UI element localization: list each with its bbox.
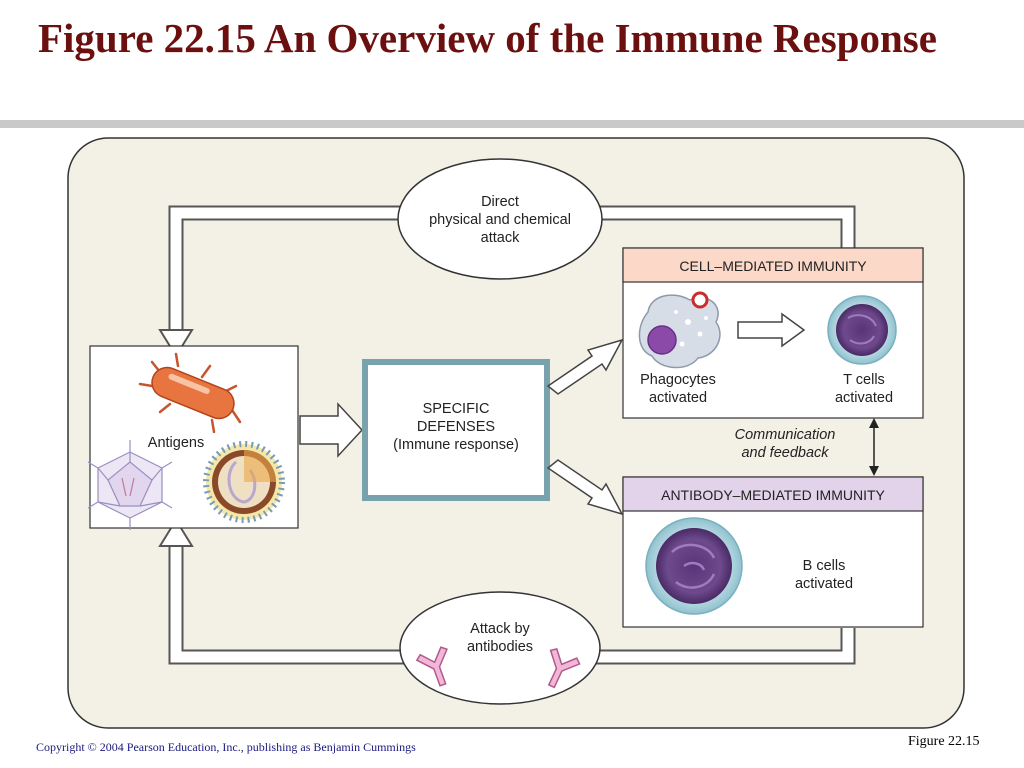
enveloped-virus-icon xyxy=(203,441,285,523)
b-cell-icon xyxy=(645,517,743,615)
bacterium-icon xyxy=(138,352,242,434)
b-cells-label-line-2: activated xyxy=(795,576,853,592)
antigens-label: Antigens xyxy=(148,435,204,451)
antigens-box: Antigens xyxy=(87,345,299,530)
specific-defenses-node: SPECIFIC DEFENSES (Immune response) xyxy=(362,359,550,501)
slide-title: Figure 22.15 An Overview of the Immune R… xyxy=(38,15,937,61)
communication-feedback: Communication and feedback xyxy=(735,418,879,476)
arrow-phagocyte-to-tcell xyxy=(737,312,806,348)
title-divider xyxy=(0,120,1024,128)
phagocytes-label-line-2: activated xyxy=(649,390,707,406)
top-feedback-arrow xyxy=(158,205,856,358)
specific-defenses-line-3: (Immune response) xyxy=(393,437,519,453)
feedback-down-arrowhead xyxy=(869,466,879,476)
cell-mediated-immunity-box: CELL–MEDIATED IMMUNITY Phagocytes activa… xyxy=(622,247,924,419)
arrow-antigens-to-defenses xyxy=(299,402,364,458)
virus-icon xyxy=(87,440,173,530)
communication-line-1: Communication xyxy=(735,427,836,443)
antibody-icon-left xyxy=(415,646,448,687)
communication-line-2: and feedback xyxy=(741,445,829,461)
direct-attack-line-1: Direct xyxy=(481,194,519,210)
t-cells-label-line-1: T cells xyxy=(843,372,885,388)
antibody-icon-right xyxy=(547,647,581,689)
attack-antibodies-line-2: antibodies xyxy=(467,639,533,655)
arrow-to-cell-mediated xyxy=(546,338,624,395)
arrow-to-antibody-mediated xyxy=(546,459,624,516)
direct-attack-node: Direct physical and chemical attack xyxy=(397,158,603,280)
phagocytes-label-line-1: Phagocytes xyxy=(640,372,716,388)
phagocyte-icon xyxy=(638,291,721,369)
specific-defenses-line-1: SPECIFIC xyxy=(423,401,490,417)
t-cells-label-line-2: activated xyxy=(835,390,893,406)
feedback-up-arrowhead xyxy=(869,418,879,428)
cell-mediated-header: CELL–MEDIATED IMMUNITY xyxy=(679,258,867,274)
b-cells-label-line-1: B cells xyxy=(803,558,846,574)
bottom-feedback-arrow xyxy=(158,518,856,665)
t-cell-icon xyxy=(827,295,897,365)
attack-antibodies-node: Attack by antibodies xyxy=(399,591,601,705)
antibody-mediated-immunity-box: ANTIBODY–MEDIATED IMMUNITY B cells activ… xyxy=(622,476,924,628)
antibody-mediated-header: ANTIBODY–MEDIATED IMMUNITY xyxy=(661,487,885,503)
copyright-notice: Copyright © 2004 Pearson Education, Inc.… xyxy=(36,740,416,754)
specific-defenses-line-2: DEFENSES xyxy=(417,419,495,435)
direct-attack-line-3: attack xyxy=(481,230,520,246)
figure-label: Figure 22.15 xyxy=(908,734,980,749)
attack-antibodies-line-1: Attack by xyxy=(470,621,530,637)
direct-attack-line-2: physical and chemical xyxy=(429,212,571,228)
